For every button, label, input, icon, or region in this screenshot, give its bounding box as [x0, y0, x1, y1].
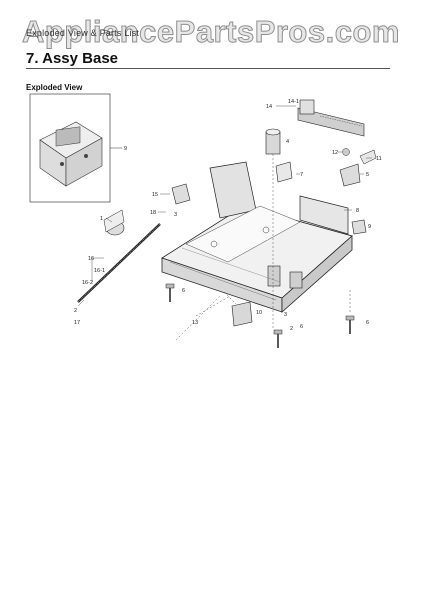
callout-15: 15	[152, 192, 158, 198]
gear-part-1	[103, 209, 125, 236]
callout-6-right: 6	[366, 320, 369, 326]
callout-13: 13	[192, 320, 198, 326]
callout-9-right: 9	[368, 224, 371, 230]
motor-cylinder	[265, 128, 281, 155]
callout-16-2: 16-2	[82, 280, 93, 286]
screw-parts	[165, 283, 355, 348]
callout-7: 7	[300, 172, 303, 178]
callout-6-middle: 6	[300, 324, 303, 330]
leader-lines	[77, 105, 372, 341]
callout-11: 11	[376, 156, 382, 162]
watermark: AppliancePartsPros.com	[22, 14, 400, 50]
callout-12: 12	[332, 150, 338, 156]
callout-4: 4	[286, 139, 289, 145]
callout-14-1: 14-1	[288, 99, 299, 105]
section-title: 7. Assy Base	[26, 50, 119, 67]
callout-5: 5	[366, 172, 369, 178]
subsection-title: Exploded View	[26, 83, 83, 92]
callout-labels: 9 14 14-1 4 12 11 5 7 8 9 15 18 3 1 16 1…	[74, 99, 382, 332]
callout-16-1: 16-1	[94, 268, 105, 274]
callout-14: 14	[266, 104, 272, 110]
doc-label: Exploded View & Parts List	[26, 28, 140, 38]
callout-16: 16	[88, 256, 94, 262]
callout-3-lower: 3	[284, 312, 287, 318]
gear-bracket	[339, 148, 377, 187]
callout-6-left: 6	[182, 288, 185, 294]
part-15	[171, 183, 191, 205]
callout-8: 8	[356, 208, 359, 214]
callout-2: 2	[74, 308, 77, 314]
callout-17: 17	[74, 320, 80, 326]
callout-2-lower: 2	[290, 326, 293, 332]
callout-1: 1	[100, 216, 103, 222]
inset-subassembly	[29, 93, 122, 203]
base-frame	[161, 161, 353, 313]
callout-10: 10	[256, 310, 262, 316]
shaft-part	[297, 99, 365, 137]
bracket-10	[231, 301, 253, 327]
part-9	[351, 219, 367, 235]
title-divider	[26, 68, 390, 69]
callout-18: 18	[150, 210, 156, 216]
callout-9-inset: 9	[124, 146, 127, 152]
clip-part	[275, 161, 293, 183]
callout-3: 3	[174, 212, 177, 218]
